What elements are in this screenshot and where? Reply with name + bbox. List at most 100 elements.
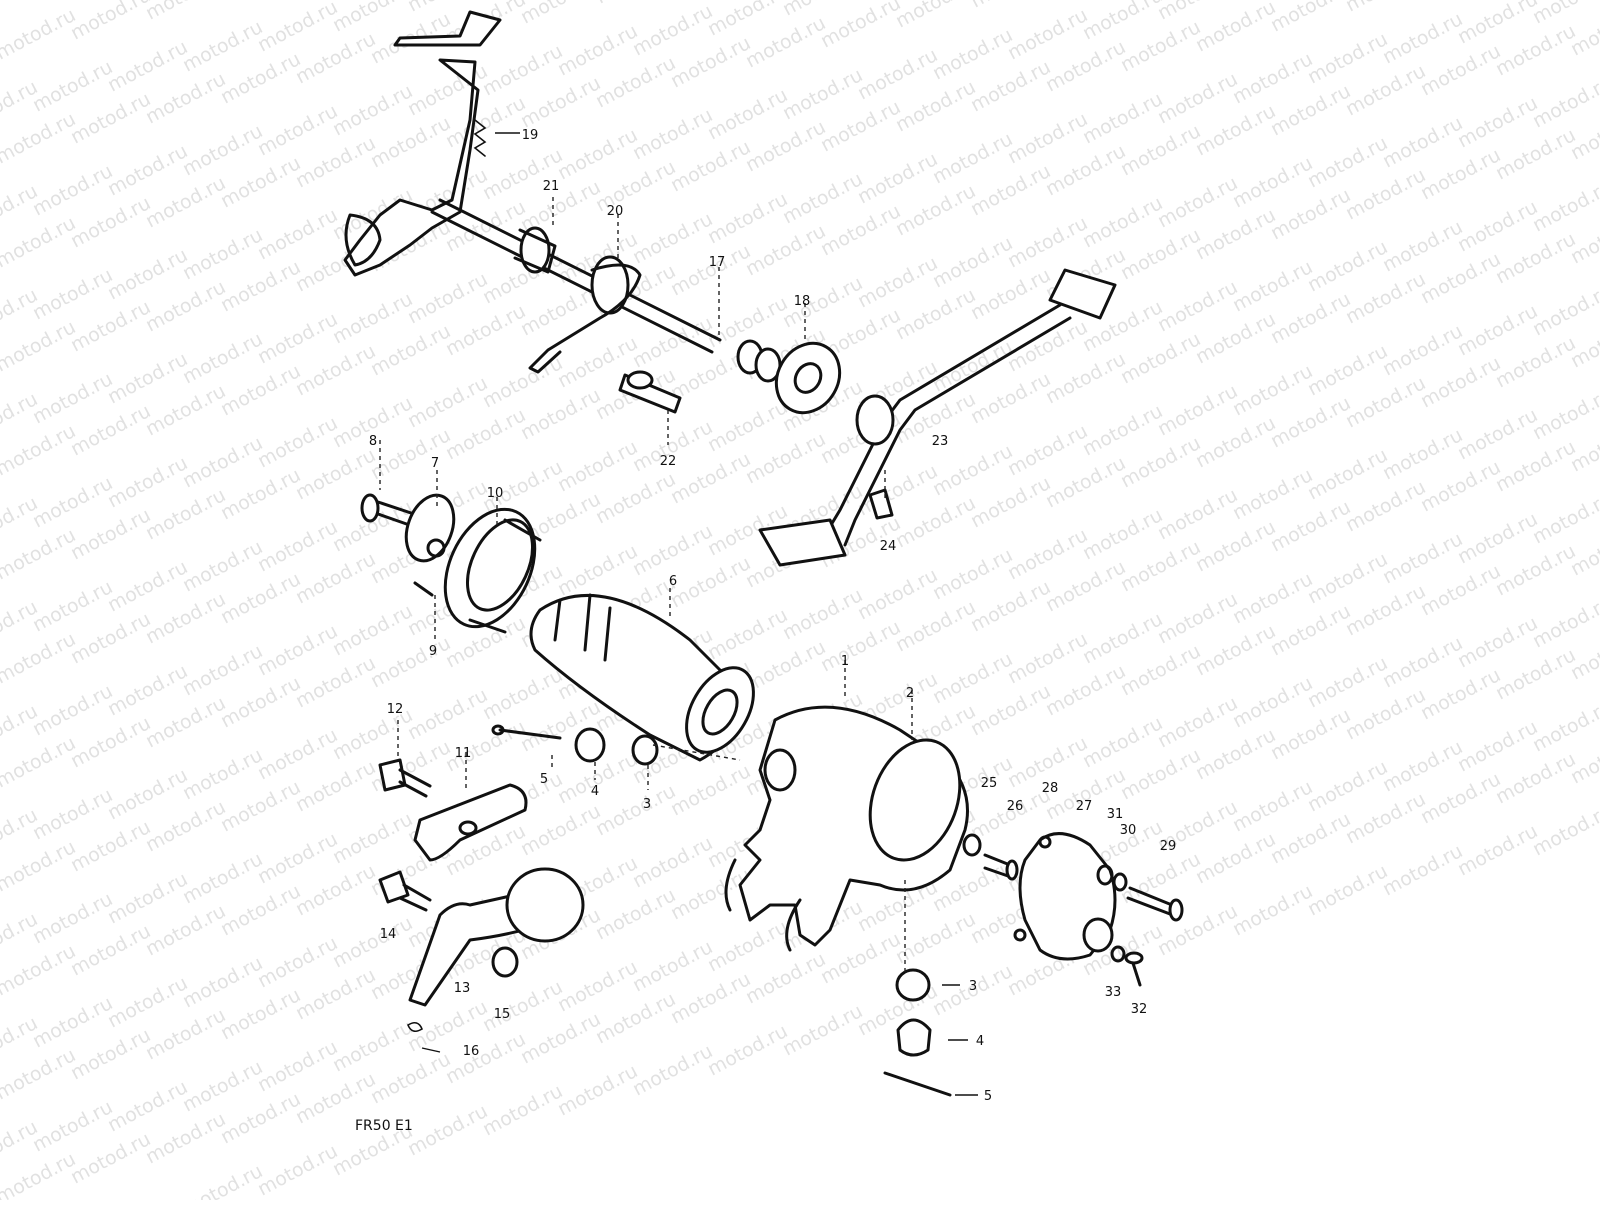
watermark-text: motod.ru <box>329 808 416 868</box>
watermark-text: motod.ru <box>142 692 229 752</box>
watermark-text: motod.ru <box>967 56 1054 116</box>
watermark-text: motod.ru <box>1454 508 1541 568</box>
watermark-text: motod.ru <box>1304 548 1391 608</box>
watermark-text: motod.ru <box>329 912 416 972</box>
watermark-text: motod.ru <box>742 220 829 280</box>
watermark-text: motod.ru <box>254 100 341 160</box>
watermark-text: motod.ru <box>1154 172 1241 232</box>
watermark-text: motod.ru <box>1492 332 1579 392</box>
watermark-text: motod.ru <box>1529 696 1600 756</box>
watermark-text: motod.ru <box>1154 588 1241 648</box>
watermark-text: motod.ru <box>179 328 266 388</box>
watermark-text: motod.ru <box>292 860 379 920</box>
watermark-text: motod.ru <box>217 568 304 628</box>
watermark-text: motod.ru <box>292 964 379 1024</box>
watermark-text: motod.ru <box>629 520 716 580</box>
watermark-text: motod.ru <box>1042 556 1129 616</box>
callout-16: 16 <box>463 1044 480 1059</box>
watermark-text: motod.ru <box>254 724 341 784</box>
callout-28: 28 <box>1042 781 1059 796</box>
watermark-text: motod.ru <box>179 120 266 180</box>
watermark-text: motod.ru <box>179 640 266 700</box>
watermark-text: motod.ru <box>1117 120 1204 180</box>
callout-3: 3 <box>643 797 651 812</box>
watermark-text: motod.ru <box>0 732 79 792</box>
watermark-text: motod.ru <box>479 144 566 204</box>
watermark-text: motod.ru <box>1192 100 1279 160</box>
watermark-text: motod.ru <box>592 988 679 1048</box>
watermark-text: motod.ru <box>179 1160 266 1200</box>
watermark-text: motod.ru <box>1154 276 1241 336</box>
watermark-text: motod.ru <box>1117 224 1204 284</box>
watermark-text: motod.ru <box>1229 256 1316 316</box>
watermark-text: motod.ru <box>929 336 1016 396</box>
callout-29: 29 <box>1160 839 1177 854</box>
watermark-text: motod.ru <box>1192 308 1279 368</box>
watermark-text: motod.ru <box>29 992 116 1052</box>
callout-25: 25 <box>981 776 998 791</box>
watermark-text: motod.ru <box>67 712 154 772</box>
watermark-text: motod.ru <box>1529 592 1600 652</box>
watermark-text: motod.ru <box>0 316 79 376</box>
watermark-text: motod.ru <box>1342 0 1429 16</box>
watermark-text: motod.ru <box>1342 60 1429 120</box>
watermark-text: motod.ru <box>29 784 116 844</box>
watermark-text: motod.ru <box>292 756 379 816</box>
watermark-text: motod.ru <box>1042 660 1129 720</box>
watermark-text: motod.ru <box>0 836 79 896</box>
callout-26: 26 <box>1007 799 1024 814</box>
watermark-text: motod.ru <box>329 288 416 348</box>
watermark-text: motod.ru <box>1342 684 1429 744</box>
watermark-text: motod.ru <box>592 468 679 528</box>
watermark-text: motod.ru <box>1229 672 1316 732</box>
watermark-text: motod.ru <box>929 232 1016 292</box>
watermark-text: motod.ru <box>554 436 641 496</box>
watermark-text: motod.ru <box>517 800 604 860</box>
watermark-text: motod.ru <box>1154 380 1241 440</box>
spacer-3-lower <box>897 970 929 1000</box>
watermark-text: motod.ru <box>1192 620 1279 680</box>
watermark-text: motod.ru <box>29 888 116 948</box>
watermark-text: motod.ru <box>217 672 304 732</box>
watermark-text: motod.ru <box>1004 628 1091 688</box>
callout-12: 12 <box>387 702 404 717</box>
callout-4: 4 <box>591 784 599 799</box>
callout-6: 6 <box>669 574 677 589</box>
watermark-text: motod.ru <box>1304 340 1391 400</box>
watermark-text: motod.ru <box>217 880 304 940</box>
watermark-text: motod.ru <box>779 168 866 228</box>
watermark-text: motod.ru <box>1004 316 1091 376</box>
watermark-text: motod.ru <box>517 384 604 444</box>
watermark-text: motod.ru <box>667 240 754 300</box>
watermark-text: motod.ru <box>1379 8 1466 68</box>
watermark-text: motod.ru <box>254 620 341 680</box>
watermark-text: motod.ru <box>1042 140 1129 200</box>
watermark-text: motod.ru <box>104 764 191 824</box>
callout-24: 24 <box>880 539 897 554</box>
watermark-text: motod.ru <box>179 16 266 76</box>
watermark-text: motod.ru <box>404 372 491 432</box>
watermark-text: motod.ru <box>1454 196 1541 256</box>
watermark-text: motod.ru <box>179 432 266 492</box>
watermark-text: motod.ru <box>629 312 716 372</box>
watermark-text: motod.ru <box>629 208 716 268</box>
watermark-text: motod.ru <box>1042 452 1129 512</box>
watermark-text: motod.ru <box>854 252 941 312</box>
watermark-text: motod.ru <box>1379 424 1466 484</box>
diagram-code-label: FR50 E1 <box>355 1118 413 1134</box>
spacer-3-upper <box>633 736 657 764</box>
watermark-text: motod.ru <box>67 88 154 148</box>
watermark-text: motod.ru <box>704 604 791 664</box>
watermark-text: motod.ru <box>367 112 454 172</box>
watermark-text: motod.ru <box>667 136 754 196</box>
watermark-text: motod.ru <box>554 540 641 600</box>
watermark-text: motod.ru <box>29 576 116 636</box>
watermark-text: motod.ru <box>1004 524 1091 584</box>
watermark-text: motod.ru <box>67 0 154 44</box>
watermark-text: motod.ru <box>29 1096 116 1156</box>
watermark-text: motod.ru <box>854 460 941 520</box>
watermark-text: motod.ru <box>1417 456 1504 516</box>
callout-14: 14 <box>380 927 397 942</box>
callout-32: 32 <box>1131 1002 1148 1017</box>
